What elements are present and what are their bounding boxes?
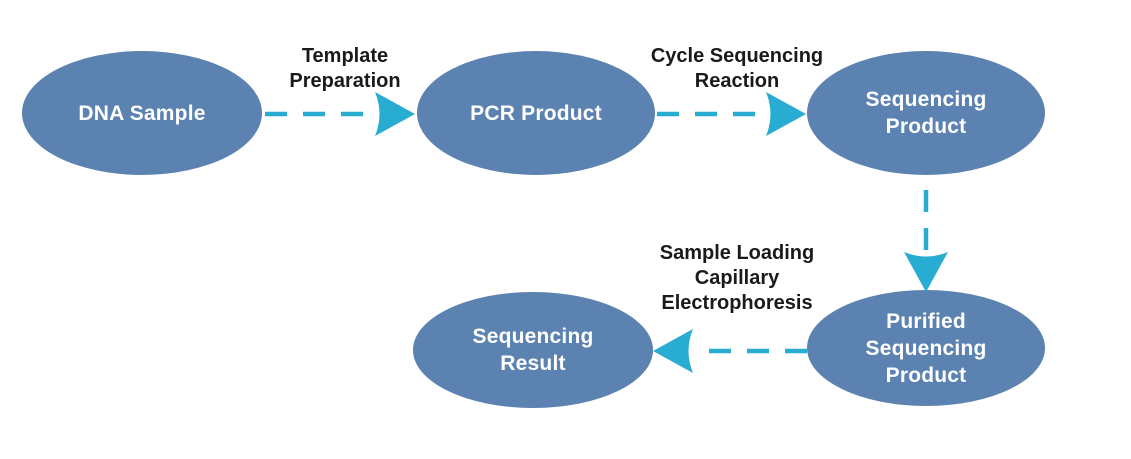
node-dna-sample[interactable] — [22, 51, 262, 175]
node-pcr-product[interactable] — [417, 51, 655, 175]
connector-sample-loading-capillary-electrophoresis — [653, 329, 807, 373]
arrowhead-left-icon — [653, 329, 693, 373]
arrowhead-right-icon — [766, 92, 806, 136]
arrowhead-right-icon — [375, 92, 415, 136]
node-sequencing-result[interactable] — [413, 292, 653, 408]
connector-cycle-sequencing-reaction — [657, 92, 806, 136]
connector-template-preparation — [265, 92, 415, 136]
node-sequencing-product[interactable] — [807, 51, 1045, 175]
connector-purification — [904, 190, 948, 292]
arrowhead-down-icon — [904, 252, 948, 292]
node-purified-sequencing-product[interactable] — [807, 290, 1045, 406]
